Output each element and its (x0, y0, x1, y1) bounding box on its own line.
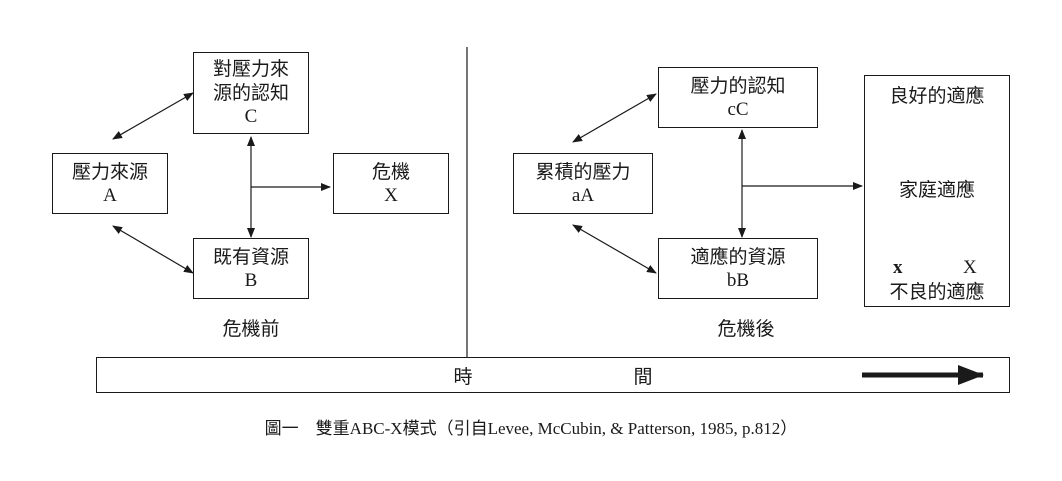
resources-b-label: 既有資源 (212, 245, 289, 268)
timeline-bar (96, 357, 1010, 393)
resources-b-code: B (244, 269, 258, 291)
perception-box-cc: 壓力的認知 cC (658, 67, 818, 128)
perception-box-c: 對壓力來 源的認知 C (193, 52, 309, 134)
arrow-stressor-resources (112, 225, 194, 274)
crisis-box-x: 危機 X (333, 153, 449, 214)
stressor-a-label: 壓力來源 (71, 160, 148, 183)
figure-caption: 圖一 雙重ABC-X模式（引自Levee, McCubin, & Patters… (264, 419, 798, 438)
pileup-aa-label: 累積的壓力 (535, 160, 631, 183)
crisis-x-label: 危機 (371, 160, 410, 183)
pre-crisis-label: 危機前 (222, 318, 280, 340)
timeline-char-1: 時 (453, 366, 473, 388)
perception-cc-code: cC (727, 98, 749, 120)
poor-adaptation-label: 不良的適應 (889, 281, 985, 303)
resources-box-b: 既有資源 B (193, 238, 309, 299)
resources-bb-code: bB (726, 269, 750, 291)
arrow-stressor-perception (112, 92, 194, 140)
adaptation-mark-x-lower: x (893, 257, 903, 278)
perception-c-code: C (244, 106, 258, 127)
adaptation-box: 良好的適應 家庭適應 x X 不良的適應 (864, 75, 1010, 307)
resources-box-bb: 適應的資源 bB (658, 238, 818, 299)
family-adaptation-label: 家庭適應 (898, 179, 975, 201)
stressor-box-a: 壓力來源 A (52, 153, 168, 214)
perception-c-line2: 源的認知 (212, 82, 289, 104)
stressor-a-code: A (103, 184, 117, 206)
adaptation-mark-x-upper: X (963, 257, 977, 278)
pileup-box-aa: 累積的壓力 aA (513, 153, 653, 214)
timeline-char-2: 間 (633, 366, 653, 388)
crisis-x-code: X (384, 184, 398, 206)
arrow-pileup-resources (572, 224, 657, 274)
pileup-aa-code: aA (571, 184, 595, 206)
perception-c-line1: 對壓力來 (212, 58, 289, 80)
perception-cc-label: 壓力的認知 (690, 74, 786, 97)
good-adaptation-label: 良好的適應 (889, 85, 985, 107)
arrow-pileup-perception (572, 93, 657, 143)
post-crisis-label: 危機後 (717, 318, 775, 340)
resources-bb-label: 適應的資源 (690, 245, 786, 268)
